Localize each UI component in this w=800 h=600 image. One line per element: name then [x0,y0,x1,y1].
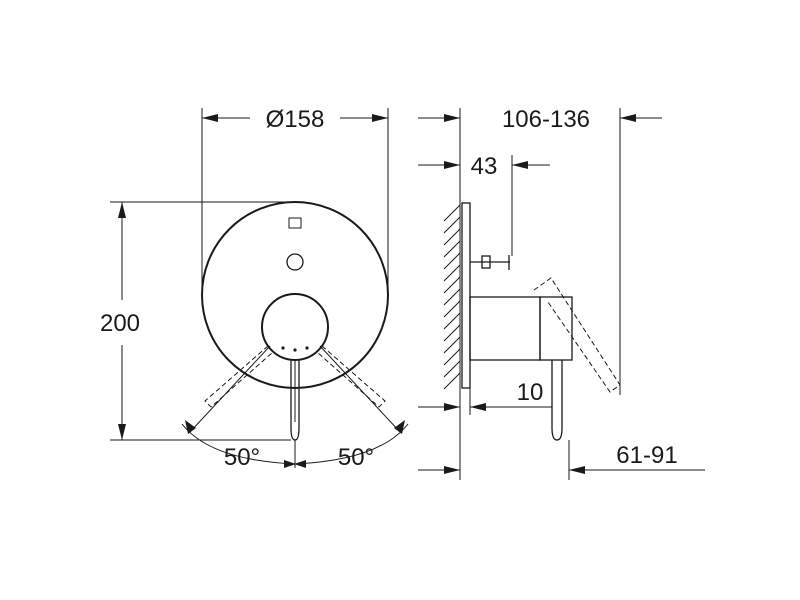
wall-offset-dimension: 10 [418,379,552,415]
height-dimension: 200 [100,201,292,441]
diverter-knob [481,255,491,269]
angle-left-label: 50° [224,444,260,471]
wall-hatch [443,202,461,390]
diameter-label: Ø158 [266,106,325,133]
arrow [294,460,306,468]
lever-left-dashed [204,345,274,408]
hub-dot [305,346,309,350]
rosette-plate-side [461,202,471,389]
handle-cap-side [539,296,573,361]
front-view [181,201,409,468]
arrow [284,460,296,468]
handle-body-side [469,296,541,361]
depth-dimension: 106-136 [418,106,662,480]
diverter-hole [286,253,304,271]
lever-side [551,360,563,441]
lever-range-label: 61-91 [616,442,677,469]
spout-depth-dimension: 43 [418,153,550,256]
hub-dot [293,348,297,352]
wall-offset-label: 10 [517,379,544,406]
diverter-slot [288,217,302,229]
spout-depth-label: 43 [471,153,498,180]
arrow [185,420,196,434]
lever-right-dashed [316,345,386,408]
depth-range-label: 106-136 [502,106,590,133]
height-label: 200 [100,310,140,337]
lever-side-dashed [533,277,621,393]
hub-dot [281,346,285,350]
lever-range-dimension: 61-91 [418,440,705,480]
angle-line-right [319,345,401,433]
arrow [394,420,405,434]
angle-line-left [189,345,271,433]
diameter-dimension: Ø158 [201,106,389,290]
angle-right-label: 50° [338,444,374,471]
